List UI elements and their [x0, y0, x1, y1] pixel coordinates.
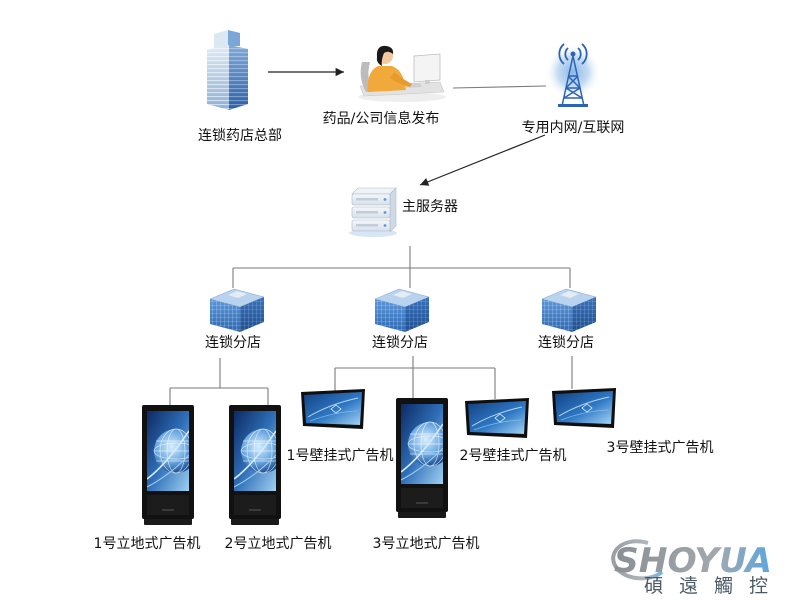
- person-at-computer-icon: [358, 45, 446, 102]
- wall-display-1-label: 1号壁挂式广告机: [287, 448, 394, 464]
- branch-label: 连锁分店: [205, 335, 261, 351]
- branch-1-connectors: [169, 358, 269, 407]
- branch-label: 连锁分店: [372, 335, 428, 351]
- floor-kiosk-1-label: 1号立地式广告机: [94, 536, 201, 552]
- floor-kiosk-icon: [229, 405, 285, 525]
- server-rack-icon: [349, 187, 397, 237]
- server-label: 主服务器: [402, 199, 458, 215]
- headquarters-label: 连锁药店总部: [198, 128, 282, 144]
- wall-display-icon: [551, 388, 617, 429]
- logo-swoosh: [611, 539, 664, 581]
- floor-kiosk-icon: [396, 398, 452, 518]
- floor-kiosk-icon: [142, 405, 198, 525]
- office-tower-icon: [207, 30, 248, 110]
- branch-label: 连锁分店: [538, 335, 594, 351]
- wall-display-icon: [300, 389, 366, 430]
- logo-wordmark: SHOYUA: [614, 541, 772, 581]
- server-branch-connectors: [232, 246, 571, 288]
- floor-kiosk-2-label: 2号立地式广告机: [225, 536, 332, 552]
- arrow-network-to-server: [419, 134, 546, 186]
- floor-kiosk-3-label: 3号立地式广告机: [373, 536, 480, 552]
- network-label: 专用内网/互联网: [522, 120, 625, 136]
- wall-display-3-label: 3号壁挂式广告机: [607, 440, 714, 456]
- connector-publishing-to-network: [452, 85, 547, 89]
- branch-2-connectors: [334, 356, 496, 400]
- wall-display-icon: [464, 398, 530, 439]
- wall-display-2-label: 2号壁挂式广告机: [460, 448, 567, 464]
- publishing-label: 药品/公司信息发布: [323, 110, 440, 127]
- wireless-antenna-icon: [545, 43, 601, 107]
